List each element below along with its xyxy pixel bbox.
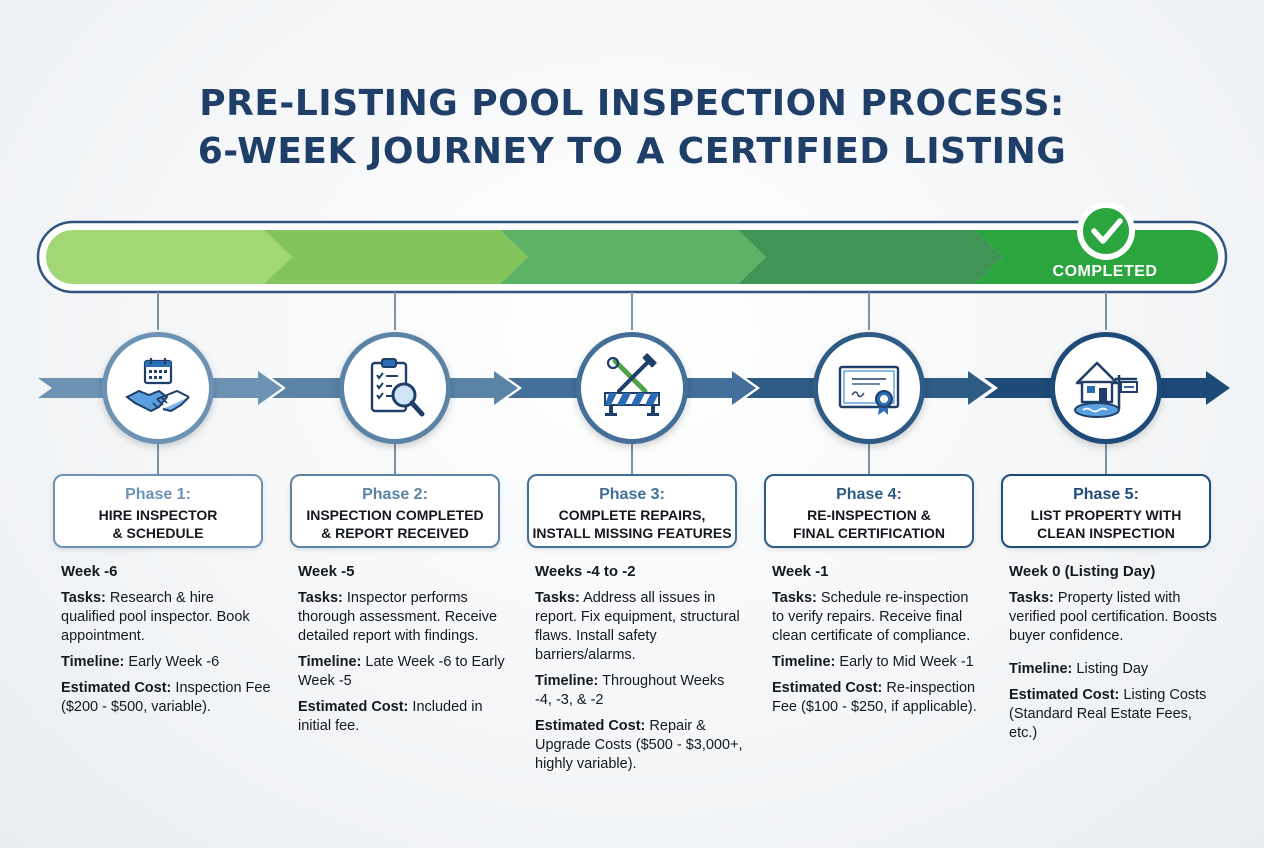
timeline-text: Throughout Weeks -4, -3, & -2	[535, 673, 725, 708]
phase-2-tasks: Tasks: Inspector performs thorough asses…	[298, 589, 508, 646]
tasks-text: Schedule re-inspection to verify repairs…	[772, 590, 971, 644]
phase-5-week: Week 0 (Listing Day)	[1009, 563, 1156, 580]
phase-2-week: Week -5	[298, 563, 355, 580]
phase-3-week: Weeks -4 to -2	[535, 563, 636, 580]
tasks-label: Tasks:	[61, 590, 106, 606]
cost-label: Estimated Cost:	[535, 718, 646, 734]
phase-1-label: Phase 1:	[125, 486, 191, 503]
timeline-label: Timeline:	[535, 673, 599, 689]
page-title: PRE-LISTING POOL INSPECTION PROCESS: 6-W…	[0, 80, 1264, 176]
phase-5-box: Phase 5: LIST PROPERTY WITH CLEAN INSPEC…	[1001, 474, 1211, 548]
phase-5-details: Week 0 (Listing Day) Tasks: Property lis…	[1009, 562, 1219, 750]
phase-3-icon-circle	[576, 332, 688, 444]
completed-label: COMPLETED	[1052, 263, 1158, 280]
progress-segment-2	[264, 230, 528, 284]
phase-5-icon-circle	[1050, 332, 1162, 444]
house-pool-sign-icon	[1074, 361, 1138, 418]
cost-text: Listing Costs (Standard Real Estate Fees…	[1009, 687, 1207, 741]
phase-1-tasks: Tasks: Research & hire qualified pool in…	[61, 589, 271, 646]
phase-4-name-line-2: FINAL CERTIFICATION	[793, 525, 945, 541]
phase-3-cost: Estimated Cost: Repair & Upgrade Costs (…	[535, 717, 745, 774]
tasks-text: Address all issues in report. Fix equipm…	[535, 590, 740, 663]
phase-3-details: Weeks -4 to -2 Tasks: Address all issues…	[535, 562, 745, 781]
phase-1-cost: Estimated Cost: Inspection Fee ($200 - $…	[61, 679, 271, 717]
tasks-label: Tasks:	[298, 590, 343, 606]
phase-4-name-line-1: RE-INSPECTION &	[807, 507, 931, 523]
timeline-text: Late Week -6 to Early Week -5	[298, 654, 505, 689]
phase-5-label: Phase 5:	[1073, 486, 1139, 503]
title-line-1: PRE-LISTING POOL INSPECTION PROCESS:	[199, 83, 1065, 124]
phase-5-name-line-1: LIST PROPERTY WITH	[1030, 507, 1182, 523]
progress-segment-3	[500, 230, 766, 284]
phase-1-icon-circle	[102, 332, 214, 444]
phase-3-name-line-2: INSTALL MISSING FEATURES	[532, 525, 732, 541]
cost-text: Re-inspection Fee ($100 - $250, if appli…	[772, 680, 977, 715]
phase-4-details: Week -1 Tasks: Schedule re-inspection to…	[772, 562, 982, 724]
tasks-text: Property listed with verified pool certi…	[1009, 590, 1217, 644]
tasks-text: Research & hire qualified pool inspector…	[61, 590, 250, 644]
cost-label: Estimated Cost:	[298, 699, 409, 715]
cost-label: Estimated Cost:	[772, 680, 883, 696]
phase-4-label: Phase 4:	[836, 486, 902, 503]
phase-4-timeline: Timeline: Early to Mid Week -1	[772, 653, 982, 672]
phase-4-week: Week -1	[772, 563, 829, 580]
timeline-label: Timeline:	[1009, 661, 1073, 677]
phase-4-tasks: Tasks: Schedule re-inspection to verify …	[772, 589, 982, 646]
phase-3-tasks: Tasks: Address all issues in report. Fix…	[535, 589, 745, 665]
title-line-2: 6-WEEK JOURNEY TO A CERTIFIED LISTING	[197, 131, 1067, 172]
timeline-text: Early to Mid Week -1	[839, 654, 974, 670]
phase-3-name-line-1: COMPLETE REPAIRS,	[558, 507, 706, 523]
connector-lines	[157, 292, 1107, 474]
cost-label: Estimated Cost:	[1009, 687, 1120, 703]
phase-3-box: Phase 3: COMPLETE REPAIRS, INSTALL MISSI…	[527, 474, 737, 548]
phase-1-name-line-1: HIRE INSPECTOR	[98, 507, 218, 523]
tasks-label: Tasks:	[1009, 590, 1054, 606]
phase-2-details: Week -5 Tasks: Inspector performs thorou…	[298, 562, 508, 743]
phase-2-cost: Estimated Cost: Included in initial fee.	[298, 698, 508, 736]
phase-2-label: Phase 2:	[362, 486, 428, 503]
phase-1-timeline: Timeline: Early Week -6	[61, 653, 271, 672]
tasks-label: Tasks:	[535, 590, 580, 606]
phase-5-name-line-2: CLEAN INSPECTION	[1037, 525, 1175, 541]
phase-4-box: Phase 4: RE-INSPECTION & FINAL CERTIFICA…	[764, 474, 974, 548]
cost-text: Repair & Upgrade Costs ($500 - $3,000+, …	[535, 718, 743, 772]
phase-1-details: Week -6 Tasks: Research & hire qualified…	[61, 562, 271, 724]
phase-4-cost: Estimated Cost: Re-inspection Fee ($100 …	[772, 679, 982, 717]
phase-2-box: Phase 2: INSPECTION COMPLETED & REPORT R…	[290, 474, 500, 548]
cost-text: Inspection Fee ($200 - $500, variable).	[61, 680, 271, 715]
phase-2-timeline: Timeline: Late Week -6 to Early Week -5	[298, 653, 508, 691]
phase-1-box: Phase 1: HIRE INSPECTOR & SCHEDULE	[53, 474, 263, 548]
tasks-text: Inspector performs thorough assessment. …	[298, 590, 498, 644]
progress-segment-1	[46, 230, 292, 284]
phase-2-name-line-1: INSPECTION COMPLETED	[306, 507, 484, 523]
phase-3-label: Phase 3:	[599, 486, 665, 503]
tasks-label: Tasks:	[772, 590, 817, 606]
phase-5-cost: Estimated Cost: Listing Costs (Standard …	[1009, 686, 1219, 743]
timeline-text: Early Week -6	[128, 654, 220, 670]
phase-5-tasks: Tasks: Property listed with verified poo…	[1009, 589, 1219, 646]
phase-1-week: Week -6	[61, 563, 118, 580]
phase-2-name-line-2: & REPORT RECEIVED	[321, 525, 469, 541]
phase-2-icon-circle	[339, 332, 451, 444]
timeline-label: Timeline:	[61, 654, 125, 670]
timeline-label: Timeline:	[298, 654, 362, 670]
phase-5-timeline: Timeline: Listing Day	[1009, 660, 1219, 679]
tools-barrier-icon	[604, 353, 660, 416]
certificate-icon	[838, 365, 900, 415]
clipboard-magnifier-icon	[370, 358, 425, 417]
cost-label: Estimated Cost:	[61, 680, 172, 696]
progress-segments	[46, 230, 1218, 284]
timeline-label: Timeline:	[772, 654, 836, 670]
check-icon	[1077, 202, 1135, 260]
calendar-handshake-icon	[125, 358, 190, 413]
timeline-text: Listing Day	[1076, 661, 1149, 677]
progress-segment-4	[738, 230, 1003, 284]
cost-text: Included in initial fee.	[298, 699, 483, 734]
phase-4-icon-circle	[813, 332, 925, 444]
phase-1-name-line-2: & SCHEDULE	[112, 525, 204, 541]
phase-3-timeline: Timeline: Throughout Weeks -4, -3, & -2	[535, 672, 745, 710]
